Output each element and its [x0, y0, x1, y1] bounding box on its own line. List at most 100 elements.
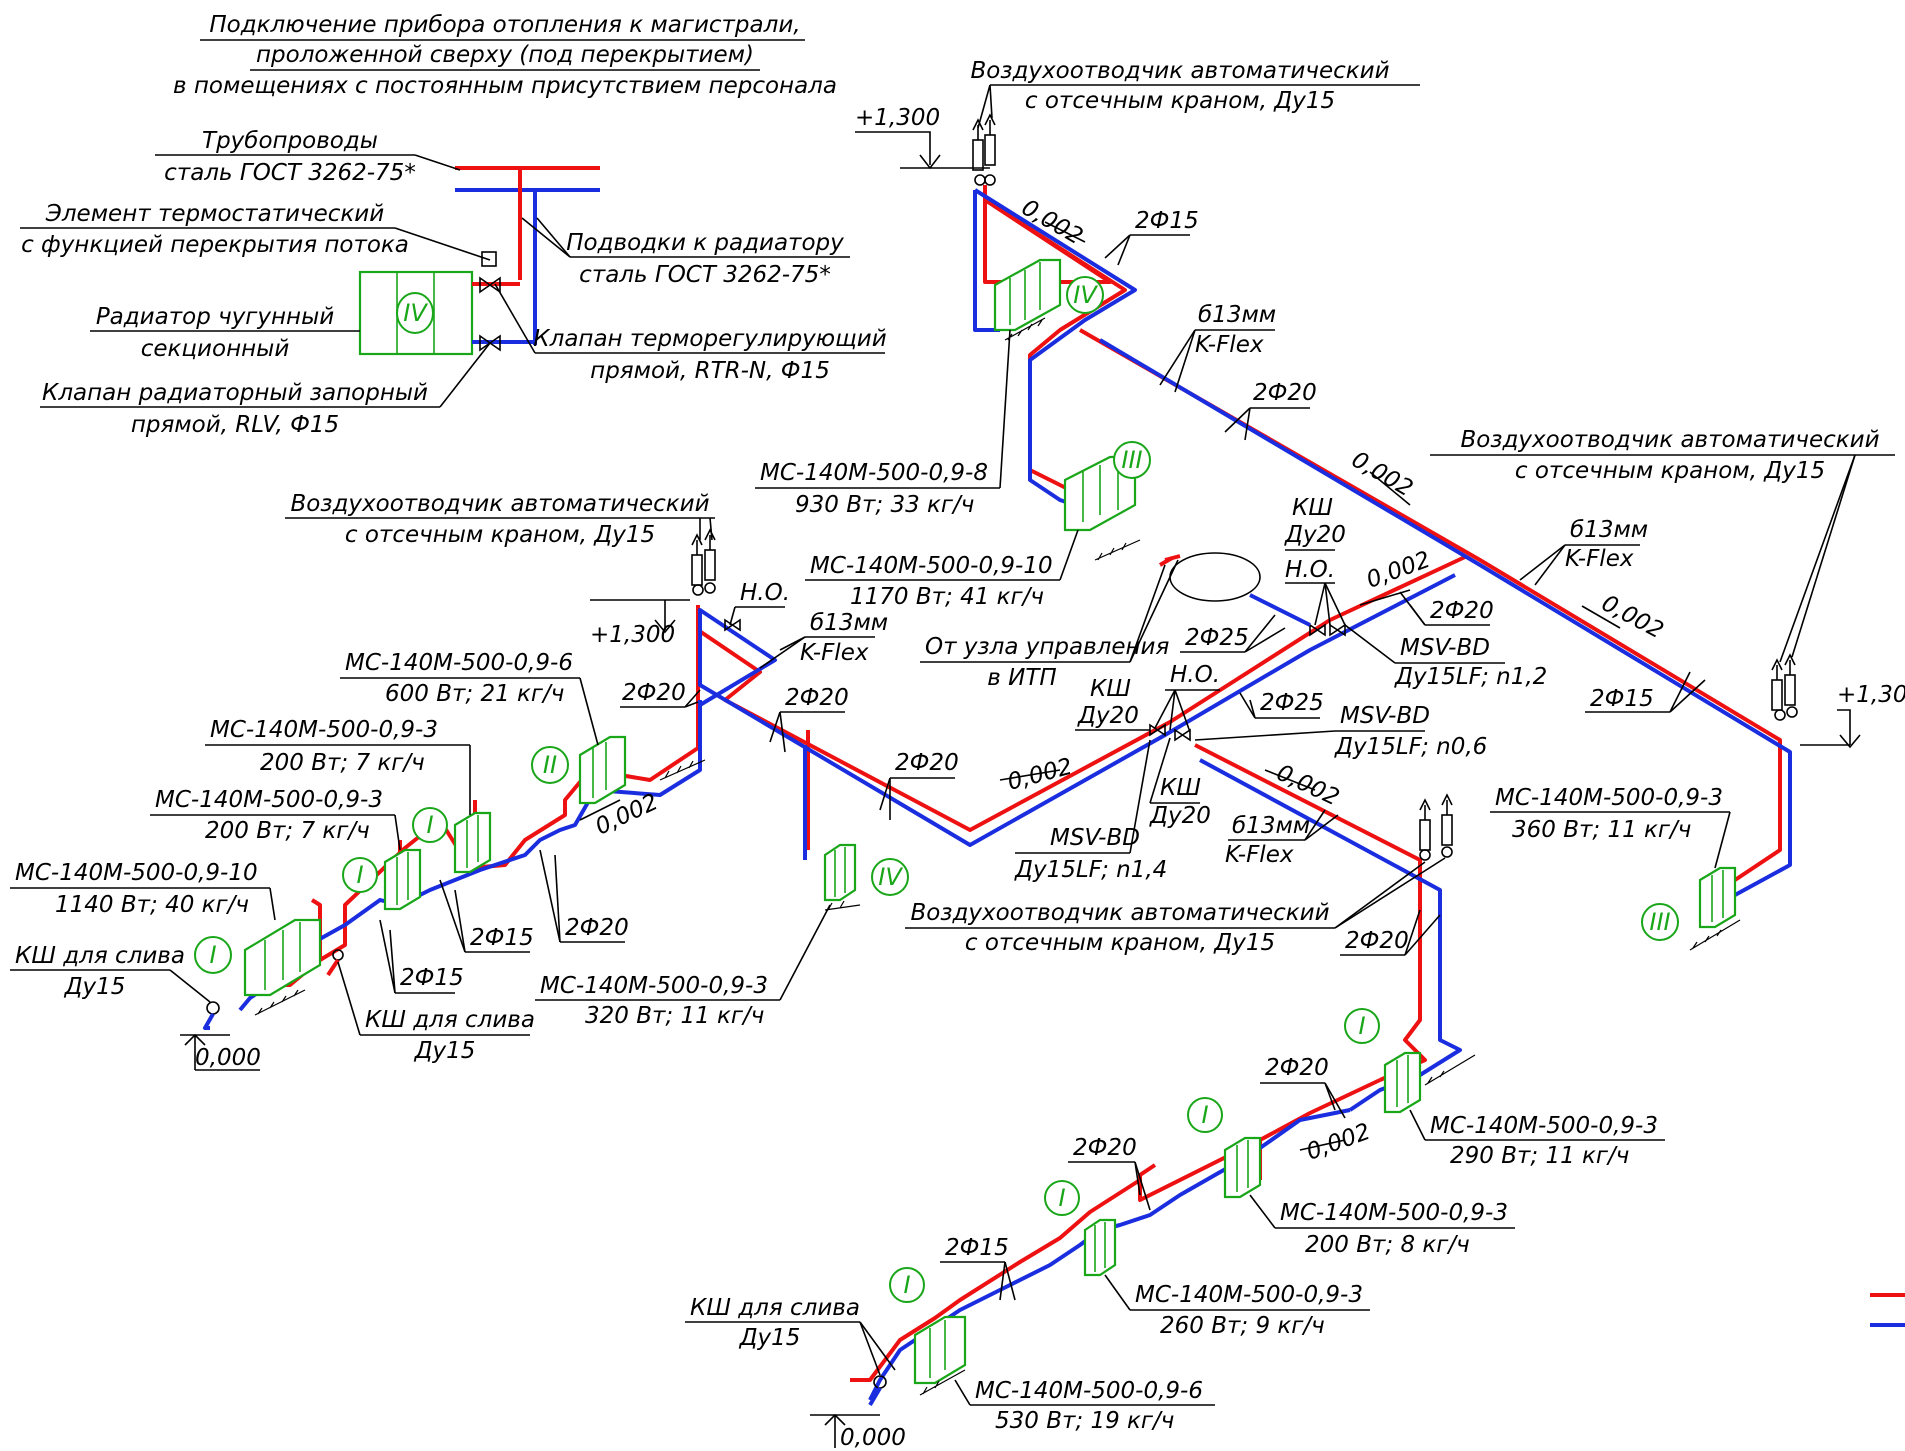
line-legend-stubs [1870, 1293, 1905, 1327]
du20-upper: Ду20 [1284, 522, 1346, 548]
r9-model: МС-140М-500-0,9-3 [1430, 1113, 1658, 1139]
drain-left-label-1: КШ для слива [15, 943, 185, 969]
from-itp-label-2: в ИТП [987, 665, 1056, 691]
drain-lower-label-1: КШ для слива [690, 1295, 860, 1321]
radiator-r1 [993, 258, 1062, 341]
tag-iv: IV [878, 863, 903, 891]
tag-i: I [903, 1271, 910, 1299]
dia-15-a: 2Ф15 [470, 925, 534, 951]
dia-left-riser: 2Ф20 [622, 680, 686, 706]
legend-title-line-1: Подключение прибора отопления к магистра… [209, 12, 800, 38]
du20-lower-2: Ду20 [1149, 803, 1211, 829]
legend-rtr-label: Клапан терморегулирующий [533, 326, 886, 352]
insul-right-1: б13мм [1570, 517, 1648, 543]
msv-upper: MSV-BD [1400, 635, 1490, 661]
annotations: Воздухоотводчик автоматический с отсечны… [10, 58, 1895, 1434]
air-vent-top [972, 113, 996, 186]
legend-pipe-sample [455, 166, 600, 345]
r5-model: МС-140М-500-0,9-3 [155, 787, 383, 813]
tag-i: I [1358, 1012, 1365, 1040]
dia-right: 2Ф15 [1590, 686, 1654, 712]
tag-ii: II [543, 751, 557, 779]
level-marks: +1,300 +1,300 +1,300 0,000 0,000 [180, 105, 1905, 1451]
kw-lower: КШ [1090, 676, 1131, 702]
r11-load: 260 Вт; 9 кг/ч [1160, 1313, 1325, 1339]
air-vent-middle-label-1: Воздухоотводчик автоматический [910, 900, 1329, 926]
room-tags: IV III II I I I IV III I I I I [194, 276, 1679, 1303]
radiator-r4 [453, 811, 492, 874]
radiator-r12 [913, 1315, 967, 1396]
msv-upper-spec: Ду15LF; n1,2 [1394, 664, 1547, 690]
msv-left-spec: Ду15LF; n1,4 [1014, 857, 1167, 883]
air-vent-middle-label-2: с отсечным краном, Ду15 [965, 930, 1275, 956]
radiator-r7 [823, 843, 861, 911]
level-top-1: +1,300 [855, 105, 940, 131]
insul-lower-1: б13мм [1232, 813, 1310, 839]
radiator-r9 [1383, 1051, 1476, 1114]
radiator-r2 [1063, 455, 1141, 561]
r1-load: 930 Вт; 33 кг/ч [795, 492, 974, 518]
insul-top-1: б13мм [1198, 302, 1276, 328]
legend-radiator-spec: секционный [141, 336, 290, 362]
insul-top-2: K-Flex [1195, 332, 1264, 358]
drain-mid-label-1: КШ для слива [365, 1007, 535, 1033]
radiator-r10 [1223, 1136, 1262, 1199]
legend-radiator [358, 270, 474, 356]
r4-model: МС-140М-500-0,9-3 [210, 717, 438, 743]
r9-load: 290 Вт; 11 кг/ч [1450, 1143, 1629, 1169]
dia-25-upper: 2Ф25 [1185, 625, 1249, 651]
dia-lower-3: 2Ф15 [945, 1235, 1009, 1261]
air-vent-top-label-1: Воздухоотводчик автоматический [970, 58, 1389, 84]
no-lower: Н.О. [1170, 662, 1220, 688]
legend-pipes-label: Трубопроводы [202, 128, 378, 154]
dia-main-1: 2Ф20 [1253, 380, 1317, 406]
drain-lower-label-2: Ду15 [739, 1325, 801, 1351]
itp-node [1169, 552, 1261, 602]
r2-load: 1170 Вт; 41 кг/ч [850, 584, 1044, 610]
dia-15-b: 2Ф15 [400, 965, 464, 991]
tag-iii: III [1649, 908, 1670, 936]
r3-model: МС-140М-500-0,9-6 [345, 650, 573, 676]
r7-model: МС-140М-500-0,9-3 [540, 973, 768, 999]
dia-lower-right: 2Ф20 [1345, 928, 1409, 954]
legend-rtr-spec: прямой, RTR-N, Ф15 [590, 358, 830, 384]
kw-lower-2: КШ [1160, 775, 1201, 801]
no-left: Н.О. [740, 580, 790, 606]
r3-load: 600 Вт; 21 кг/ч [385, 681, 564, 707]
tag-i: I [209, 941, 216, 969]
tag-i: I [426, 811, 433, 839]
r7-load: 320 Вт; 11 кг/ч [585, 1003, 764, 1029]
msv-left: MSV-BD [1050, 825, 1140, 851]
legend-connections-label: Подводки к радиатору [566, 230, 844, 256]
legend: Подключение прибора отопления к магистра… [20, 12, 887, 438]
level-top-3: +1,300 [1837, 682, 1905, 708]
level-top-2: +1,300 [590, 622, 675, 648]
air-vents [691, 113, 1798, 861]
dia-mid-main: 2Ф20 [895, 750, 959, 776]
legend-radiator-tag: IV [403, 299, 428, 327]
air-vent-top-label-2: с отсечным краном, Ду15 [1025, 88, 1335, 114]
r6-model: МС-140М-500-0,9-10 [15, 860, 258, 886]
r10-load: 200 Вт; 8 кг/ч [1305, 1232, 1470, 1258]
legend-thermo-label: Элемент термостатический [45, 201, 384, 227]
tag-iv: IV [1073, 281, 1098, 309]
r8-model: МС-140М-500-0,9-3 [1495, 785, 1723, 811]
legend-connections-spec: сталь ГОСТ 3262-75* [579, 262, 831, 288]
insul-left-2: K-Flex [800, 640, 869, 666]
air-vent-left [691, 528, 716, 596]
tag-i: I [1058, 1184, 1065, 1212]
dia-left-branch: 2Ф20 [565, 915, 629, 941]
dia-lower-2: 2Ф20 [1073, 1135, 1137, 1161]
legend-radiator-label: Радиатор чугунный [96, 304, 334, 330]
drain-left-label-2: Ду15 [64, 974, 126, 1000]
r12-load: 530 Вт; 19 кг/ч [995, 1408, 1174, 1434]
level-zero-2: 0,000 [840, 1425, 906, 1451]
legend-thermo-spec: с функцией перекрытия потока [21, 232, 409, 258]
legend-rlv-spec: прямой, RLV, Ф15 [131, 412, 339, 438]
radiators [243, 258, 1741, 1396]
air-vent-right-label-1: Воздухоотводчик автоматический [1460, 427, 1879, 453]
r10-model: МС-140М-500-0,9-3 [1280, 1200, 1508, 1226]
kw-upper: КШ [1292, 495, 1333, 521]
radiator-r5 [383, 848, 422, 911]
drain-taps [203, 949, 887, 1407]
